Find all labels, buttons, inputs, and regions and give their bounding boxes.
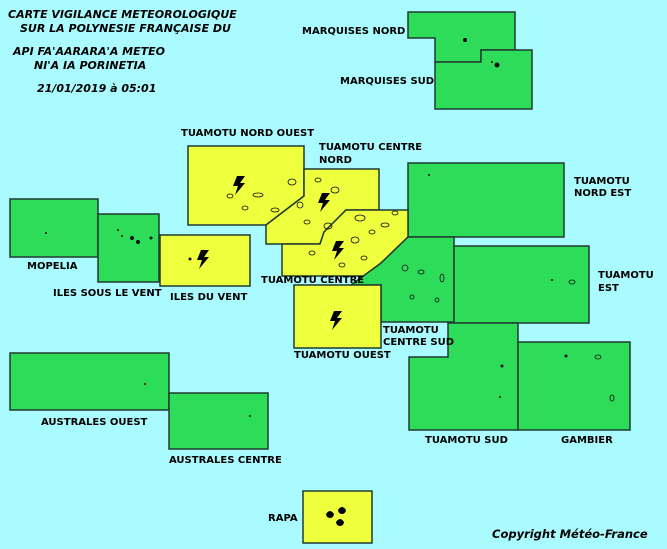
region-tuamotu-centre[interactable] — [281, 209, 409, 277]
region-mopelia[interactable] — [9, 198, 99, 258]
rain-drops-icon — [326, 507, 346, 526]
lightning-icon — [332, 241, 344, 260]
lightning-icon — [233, 176, 245, 195]
label-tuamotu-centre: TUAMOTU CENTRE — [261, 275, 365, 286]
label-tuamotu-centre-nord-2: NORD — [319, 155, 352, 166]
label-tuamotu-sud: TUAMOTU SUD — [425, 435, 508, 446]
label-marquises-nord: MARQUISES NORD — [302, 26, 406, 37]
lightning-icon — [330, 311, 342, 330]
region-marquises-sud[interactable] — [434, 49, 533, 110]
label-rapa: RAPA — [268, 513, 298, 524]
label-tuamotu-est-1: TUAMOTU — [598, 270, 654, 281]
label-tuamotu-nord-est-2: NORD EST — [574, 188, 632, 199]
region-iles-sous-le-vent[interactable] — [97, 213, 160, 283]
region-iles-du-vent[interactable] — [159, 234, 251, 287]
island-dots — [45, 38, 568, 417]
title-line-4: NI'A IA PORINETIA — [34, 59, 147, 72]
region-tuamotu-est[interactable] — [453, 245, 590, 324]
title-line-2: SUR LA POLYNESIE FRANÇAISE DU — [20, 22, 231, 35]
island-outlines — [226, 177, 615, 402]
region-gambier[interactable] — [517, 341, 631, 431]
map-date: 21/01/2019 à 05:01 — [37, 82, 157, 95]
label-marquises-sud: MARQUISES SUD — [340, 76, 435, 87]
label-tuamotu-centre-nord-1: TUAMOTU CENTRE — [319, 142, 423, 153]
label-tuamotu-est-2: EST — [598, 283, 619, 294]
region-australes-ouest[interactable] — [9, 352, 170, 411]
label-gambier: GAMBIER — [561, 435, 613, 446]
title-line-1: CARTE VIGILANCE METEOROLOGIQUE — [8, 8, 237, 21]
label-tuamotu-nord-ouest: TUAMOTU NORD OUEST — [181, 128, 315, 139]
region-rapa[interactable] — [302, 490, 373, 544]
label-tuamotu-centre-sud-2: CENTRE SUD — [383, 337, 454, 348]
label-iles-sous-le-vent: ILES SOUS LE VENT — [53, 288, 162, 299]
copyright: Copyright Météo-France — [492, 527, 648, 541]
label-tuamotu-ouest: TUAMOTU OUEST — [294, 350, 391, 361]
label-tuamotu-centre-sud-1: TUAMOTU — [383, 325, 439, 336]
label-australes-centre: AUSTRALES CENTRE — [169, 455, 282, 466]
label-iles-du-vent: ILES DU VENT — [170, 292, 248, 303]
lightning-icon — [197, 250, 209, 269]
region-tuamotu-sud[interactable] — [408, 322, 519, 431]
label-tuamotu-nord-est-1: TUAMOTU — [574, 176, 630, 187]
lightning-icon — [318, 193, 330, 212]
region-australes-centre[interactable] — [168, 392, 269, 450]
label-mopelia: MOPELIA — [27, 261, 78, 272]
region-tuamotu-nord-est[interactable] — [407, 162, 565, 238]
title-line-3: API FA'AARARA'A METEO — [13, 45, 166, 58]
label-australes-ouest: AUSTRALES OUEST — [41, 417, 148, 428]
